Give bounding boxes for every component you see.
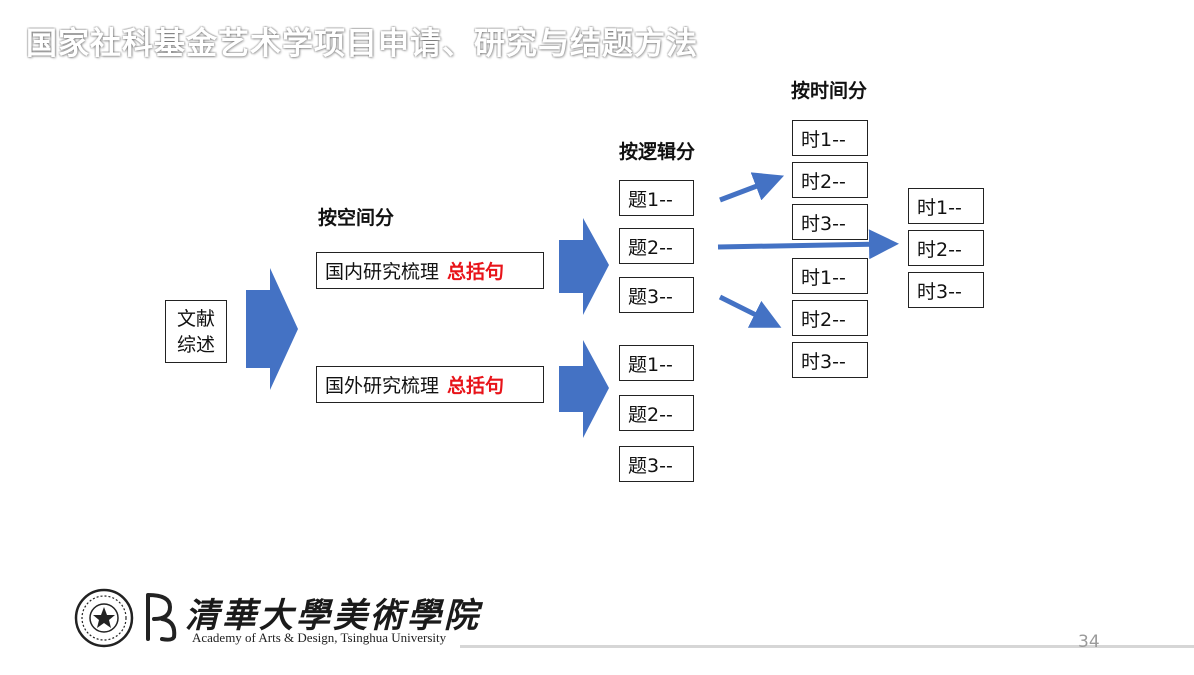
- block-arrow-domestic: [559, 218, 609, 315]
- time-box-1: 时1--: [792, 120, 868, 156]
- page-number: 34: [1078, 632, 1100, 652]
- logo-chinese-name: 清華大學美術學院: [185, 596, 481, 636]
- topic-box-5: 题2--: [619, 395, 694, 431]
- topic-box-1: 题1--: [619, 180, 694, 216]
- topic-box-4: 题1--: [619, 345, 694, 381]
- block-arrow-foreign: [559, 340, 609, 438]
- topic-box-3: 题3--: [619, 277, 694, 313]
- time-box-9: 时3--: [908, 272, 984, 308]
- time-box-5: 时2--: [792, 300, 868, 336]
- domestic-review-box: 国内研究梳理 总括句: [316, 252, 544, 289]
- foreign-review-box: 国外研究梳理 总括句: [316, 366, 544, 403]
- time-box-2: 时2--: [792, 162, 868, 198]
- topic-box-2: 题2--: [619, 228, 694, 264]
- arrow-topic1-to-time1: [719, 172, 785, 203]
- root-line-1: 文献: [176, 307, 215, 330]
- domestic-review-text: 国内研究梳理: [325, 261, 440, 283]
- time-box-4: 时1--: [792, 258, 868, 294]
- slide-title: 国家社科基金艺术学项目申请、研究与结题方法: [26, 26, 698, 62]
- root-line-2: 综述: [176, 333, 215, 356]
- university-seal-logo: [74, 588, 134, 648]
- logo-english-name: Academy of Arts & Design, Tsinghua Unive…: [192, 630, 447, 645]
- foreign-summary-highlight: 总括句: [447, 375, 505, 397]
- domestic-summary-highlight: 总括句: [447, 261, 505, 283]
- footer-divider: [460, 645, 1194, 648]
- time-label: 按时间分: [791, 80, 868, 102]
- topic-box-6: 题3--: [619, 446, 694, 482]
- arrow-topic2-to-time2: [717, 229, 899, 260]
- foreign-review-text: 国外研究梳理: [325, 375, 440, 397]
- space-label: 按空间分: [318, 207, 395, 229]
- root-box: 文献 综述: [165, 300, 227, 363]
- academy-emblem-logo: [146, 593, 177, 642]
- time-box-3: 时3--: [792, 204, 868, 240]
- logic-label: 按逻辑分: [619, 141, 696, 163]
- time-box-6: 时3--: [792, 342, 868, 378]
- time-box-7: 时1--: [908, 188, 984, 224]
- arrow-topic3-to-time3: [718, 294, 782, 328]
- block-arrow-root: [246, 268, 298, 390]
- time-box-8: 时2--: [908, 230, 984, 266]
